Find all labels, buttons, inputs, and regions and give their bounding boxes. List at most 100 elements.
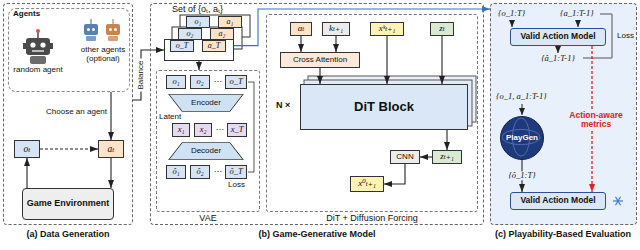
caption-text: other agents (optional) xyxy=(77,46,129,64)
agent-pool: Agentsrandom agentother agents (optional… xyxy=(8,8,130,92)
annotation-label: {a_1:T-1} xyxy=(560,9,594,18)
node-text: x₂ xyxy=(200,125,207,134)
flow-arrow xyxy=(441,36,442,84)
variable-cell: xᵏₜ₊₁ xyxy=(370,22,404,36)
dit-block: DiT Block xyxy=(300,84,468,130)
variable-cell: ô_T xyxy=(225,165,246,178)
annotation-label: {â_1:T-1} xyxy=(541,54,575,63)
variable-cell: kₜ₊₁ xyxy=(322,22,350,36)
model-box: Valid Action Model xyxy=(510,192,606,210)
node-text: o₂ xyxy=(187,30,194,39)
node-text: PlayGen xyxy=(506,134,538,143)
panel-frame: (b) Game-Generative ModelSet of {oₜ, aₜ}… xyxy=(150,3,484,225)
variable-cell: ô₂ xyxy=(190,165,210,178)
variable-cell: zₜ xyxy=(430,22,454,36)
robot-ear xyxy=(23,43,26,49)
robot-head xyxy=(84,24,98,35)
node-text: xᵏₜ₊₁ xyxy=(379,24,396,34)
edge-label: {ô_1:T} xyxy=(506,171,537,180)
annotation-label: {o_1, a_1:T-1} xyxy=(496,92,547,101)
flow-arrow xyxy=(386,36,387,84)
robot-antenna xyxy=(90,19,91,24)
robot-eye xyxy=(114,28,117,31)
snowflake-stroke xyxy=(616,197,621,206)
annotation-label: Loss xyxy=(228,181,245,190)
robot-icon xyxy=(84,19,98,41)
caption-text: Set of {oₜ, aₜ} xyxy=(172,5,223,15)
input-arrow xyxy=(522,104,523,115)
robot-mouth xyxy=(32,50,44,52)
trapezoid-shape xyxy=(169,94,243,112)
flow-arrow xyxy=(110,158,111,188)
input-arrow xyxy=(578,20,579,27)
node-text: x_T xyxy=(231,125,244,134)
variable-cell: x_T xyxy=(227,123,248,136)
variable-cell: o₁ xyxy=(186,16,210,29)
globe-parallel xyxy=(502,129,540,144)
node-text: aₜ xyxy=(107,144,114,154)
module-frame: VAEo₁o₂o_TEncoderx₁x₂x_TDecoderô₁ô₂ô_T xyxy=(156,70,260,212)
caption-text: VAE xyxy=(199,214,216,224)
node-text: ô₁ xyxy=(172,167,179,176)
flow-arrow xyxy=(319,68,320,84)
robot-antenna xyxy=(112,19,113,24)
annotation-label: … xyxy=(214,75,223,85)
loss-bracket xyxy=(248,82,254,172)
flow-arrow xyxy=(40,148,98,149)
variable-cell: oₜ xyxy=(14,140,40,158)
flow-arrow xyxy=(198,61,199,70)
node-text: x⁰ₜ₊₁ xyxy=(358,179,376,189)
annotation-label: … xyxy=(216,123,225,133)
flow-arrow xyxy=(300,36,301,52)
annotation-label: Latent xyxy=(159,113,181,122)
edge-label: Choose an agent xyxy=(46,108,107,117)
flow-arrow xyxy=(420,156,432,157)
robot-icon xyxy=(106,19,120,41)
variable-cell: x₂ xyxy=(194,123,212,136)
variable-cell: a₂ xyxy=(210,28,234,41)
variable-cell: o₂ xyxy=(178,28,202,41)
node-text: aₜ xyxy=(298,24,305,34)
caption-text: DiT + Diffusion Forcing xyxy=(326,214,417,224)
variable-cell: a₁ xyxy=(218,16,242,29)
node-text: Valid Action Model xyxy=(520,196,595,205)
variable-cell: o_T xyxy=(225,75,246,88)
trapezoid-shape xyxy=(169,142,243,160)
caption-text: (b) Game-Generative Model xyxy=(258,230,375,240)
node-text: x₁ xyxy=(178,125,185,134)
node-text: a_T xyxy=(208,42,220,51)
robot-body xyxy=(86,36,96,41)
variable-cell: o₁ xyxy=(166,75,186,88)
caption-text: random agent xyxy=(13,66,62,75)
panel-ground xyxy=(490,3,637,225)
input-arrow xyxy=(512,20,513,27)
robot-eye xyxy=(40,42,45,47)
module-frame: DiT + Diffusion Forcingaₜkₜ₊₁xᵏₜ₊₁zₜCros… xyxy=(266,14,478,212)
environment-box: Game Environment xyxy=(22,188,114,220)
snowflake-icon xyxy=(613,197,623,206)
robot-eye xyxy=(87,28,90,31)
robot-eye xyxy=(30,42,35,47)
node-text: ô₂ xyxy=(196,167,203,176)
caption-text: (c) Playability-Based Evaluation xyxy=(495,230,631,240)
robot-antenna-tip xyxy=(36,29,40,33)
flow-arrow xyxy=(335,36,336,52)
annotation-label: Loss xyxy=(617,32,634,41)
node-text: kₜ₊₁ xyxy=(329,24,343,34)
robot-eye xyxy=(92,28,95,31)
globe-model: PlayGen xyxy=(500,116,544,160)
variable-cell: x⁰ₜ₊₁ xyxy=(350,176,384,192)
flow-arrow xyxy=(133,50,164,100)
robot-head xyxy=(106,24,120,35)
robot-body xyxy=(30,56,46,64)
variable-cell: zₜ₊₁ xyxy=(432,150,462,164)
cnn-box: CNN xyxy=(390,150,420,164)
node-text: CNN xyxy=(396,153,413,162)
annotation-label: N × xyxy=(276,101,290,111)
robot-eye xyxy=(109,28,112,31)
node-text: Encoder xyxy=(191,99,221,108)
variable-cell: aₜ xyxy=(290,22,312,36)
